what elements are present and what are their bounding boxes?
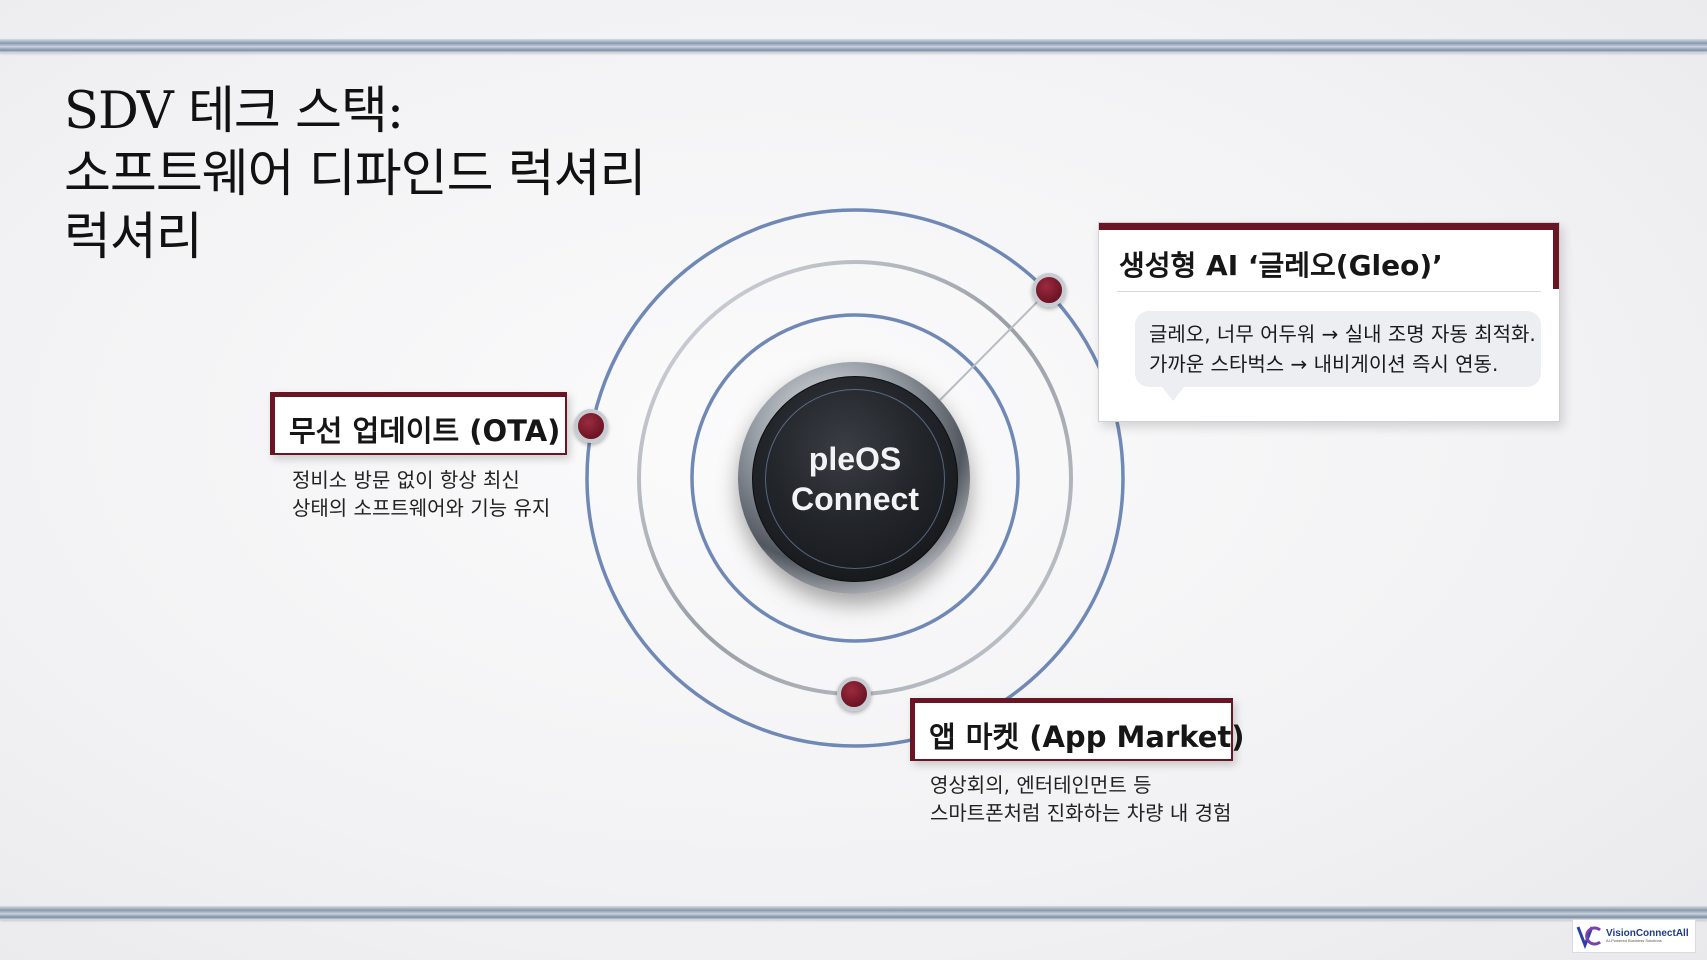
logo-tagline: AI-Powered Business Solutions [1606, 938, 1662, 943]
gleo-card: 생성형 AI ‘글레오(Gleo)’ 글레오, 너무 어두워 → 실내 조명 자… [1098, 222, 1560, 422]
gleo-divider [1117, 291, 1541, 292]
gleo-title: 생성형 AI ‘글레오(Gleo)’ [1119, 249, 1443, 282]
core-label: pleOS Connect [791, 441, 919, 517]
title-line-2: 소프트웨어 디파인드 럭셔리 [64, 145, 646, 204]
app-market-desc-line-2: 스마트폰처럼 진화하는 차량 내 경험 [930, 801, 1232, 825]
logo-text: VisionConnectAll AI-Powered Business Sol… [1606, 929, 1689, 943]
gleo-card-header: 생성형 AI ‘글레오(Gleo)’ [1099, 223, 1559, 289]
app-market-description: 영상회의, 엔터테인먼트 등 스마트폰처럼 진화하는 차량 내 경험 [930, 771, 1231, 827]
ota-title: 무선 업데이트 (OTA) [289, 414, 561, 448]
inner-orbit [690, 313, 1020, 643]
core-face: pleOS Connect [752, 376, 958, 582]
app-market-desc-line-1: 영상회의, 엔터테인먼트 등 [930, 773, 1152, 797]
gleo-node-dot [1032, 273, 1066, 307]
app-market-label-box: 앱 마켓 (App Market) [910, 698, 1245, 761]
ota-description: 정비소 방문 없이 항상 최신 상태의 소프트웨어와 기능 유지 [292, 466, 550, 522]
logo-name: VisionConnectAll [1606, 928, 1689, 939]
gleo-chat-bubble: 글레오, 너무 어두워 → 실내 조명 자동 최적화. 가까운 스타벅스 → 내… [1135, 311, 1541, 387]
gleo-line-1: 글레오, 너무 어두워 → 실내 조명 자동 최적화. [1149, 322, 1536, 346]
gleo-connector-line [939, 289, 1050, 401]
title-line-1: SDV 테크 스택: [64, 82, 404, 141]
page-title: SDV 테크 스택: 소프트웨어 디파인드 럭셔리 럭셔리 [64, 80, 646, 269]
ota-desc-line-1: 정비소 방문 없이 항상 최신 [292, 468, 520, 492]
vc-logo-icon [1576, 923, 1602, 950]
app-market-node-dot [837, 677, 871, 711]
gleo-bubble-tail [1159, 383, 1187, 401]
bottom-rail [0, 906, 1707, 920]
ota-label-box: 무선 업데이트 (OTA) [270, 392, 567, 455]
ota-desc-line-2: 상태의 소프트웨어와 기능 유지 [292, 496, 551, 520]
gleo-bubble-text: 글레오, 너무 어두워 → 실내 조명 자동 최적화. 가까운 스타벅스 → 내… [1149, 319, 1536, 379]
top-rail [0, 39, 1707, 53]
title-line-3: 럭셔리 [64, 208, 203, 267]
pleos-connect-core: pleOS Connect [738, 362, 970, 594]
app-market-title: 앱 마켓 (App Market) [929, 720, 1245, 754]
gleo-line-2: 가까운 스타벅스 → 내비게이션 즉시 연동. [1149, 352, 1499, 376]
visionconnectall-logo: VisionConnectAll AI-Powered Business Sol… [1572, 919, 1696, 953]
core-inner-ring [765, 389, 945, 569]
outer-orbit [585, 208, 1125, 748]
ota-node-dot [574, 409, 608, 443]
